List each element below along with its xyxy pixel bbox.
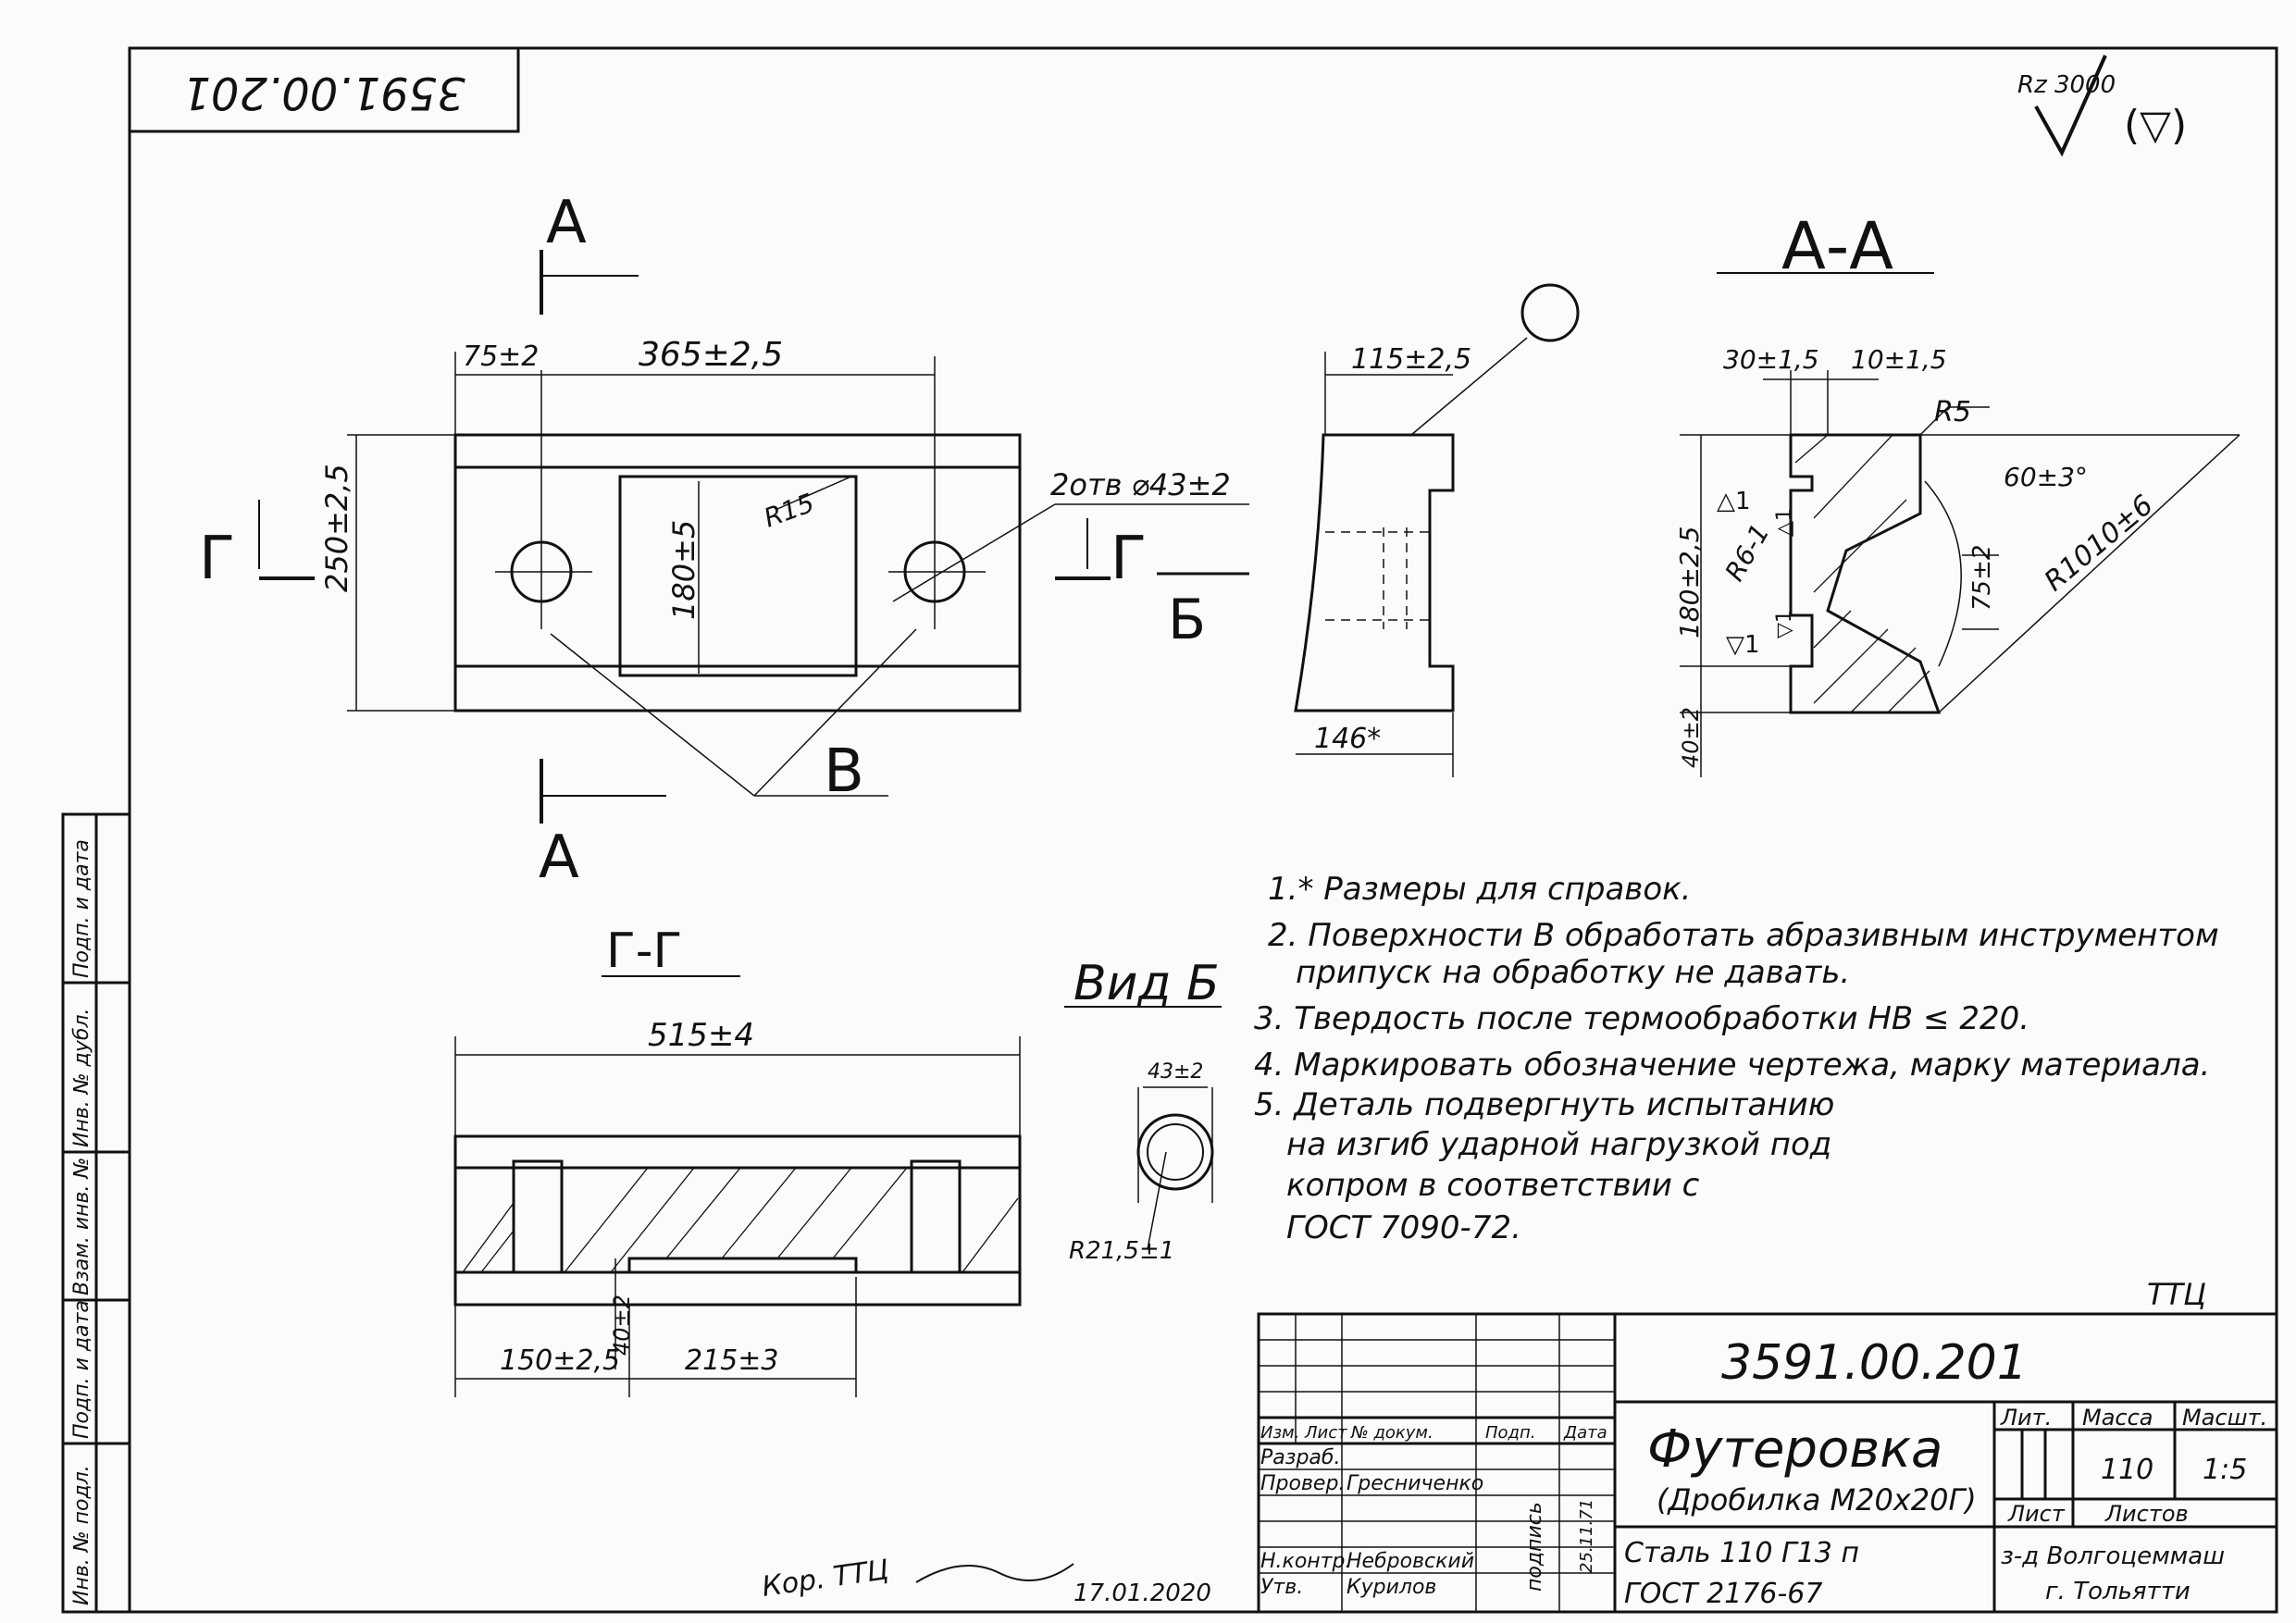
col-list: Лист xyxy=(1304,1423,1347,1443)
col-doc: № докум. xyxy=(1350,1423,1433,1443)
marker-g-right: Г xyxy=(1111,525,1147,593)
stamp-sign: подпись xyxy=(1523,1502,1546,1592)
margin-label-3: Взам. инв. № xyxy=(70,1158,93,1295)
dim-40b: 40±2 xyxy=(609,1295,635,1356)
view-b-title: Вид Б xyxy=(1074,956,1220,1011)
dim-146: 146* xyxy=(1314,723,1381,755)
row-utv-role: Утв. xyxy=(1260,1576,1303,1599)
rotated-number-box xyxy=(128,46,520,133)
title-org-1: з-д Волгоцеммаш xyxy=(2001,1542,2225,1570)
dim-250: 250±2,5 xyxy=(319,464,354,592)
dim-r5: R5 xyxy=(1934,396,1971,428)
dim-115: 115±2,5 xyxy=(1351,343,1471,376)
title-mass-label: Масса xyxy=(2082,1405,2153,1431)
note-2b: припуск на обработку не давать. xyxy=(1296,954,1850,991)
section-aa-profile xyxy=(1789,433,1942,714)
marker-g-left: Г xyxy=(199,525,235,593)
title-subname: (Дробилка М20х20Г) xyxy=(1657,1482,1977,1518)
title-org-2: г. Тольятти xyxy=(2045,1578,2191,1605)
marker-a-top: А xyxy=(546,189,587,257)
note-4: 4. Маркировать обозначение чертежа, марк… xyxy=(1254,1047,2210,1084)
title-scale-value: 1:5 xyxy=(2203,1454,2247,1486)
title-name: Футеровка xyxy=(1647,1419,1942,1480)
note-5d: ГОСТ 7090-72. xyxy=(1286,1209,1521,1246)
dim-r21: R21,5±1 xyxy=(1069,1237,1174,1265)
callout-v: В xyxy=(824,737,864,806)
margin-label-1: Инв. № подл. xyxy=(70,1465,93,1605)
title-material-1: Сталь 110 Г13 п xyxy=(1624,1537,1859,1569)
note-5b: на изгиб ударной нагрузкой под xyxy=(1286,1126,1831,1163)
title-scale-label: Масшт. xyxy=(2182,1405,2267,1431)
title-lit-label: Лит. xyxy=(2000,1405,2052,1431)
dim-40: 40±2 xyxy=(1678,707,1704,768)
title-block xyxy=(1257,1312,2278,1614)
dim-150: 150±2,5 xyxy=(500,1344,620,1377)
dim-r6: R6-1 xyxy=(1719,519,1775,587)
dim-365: 365±2,5 xyxy=(639,336,783,374)
side-profile xyxy=(1294,433,1455,712)
title-sheet-label: Лист xyxy=(2007,1501,2066,1527)
notes: 1.* Размеры для справок. 2. Поверхности … xyxy=(1254,871,2219,1246)
surface-callout-circle xyxy=(1520,283,1580,342)
margin-label-2: Подп. и дата xyxy=(70,1300,93,1439)
margin-label-4: Инв. № дубл. xyxy=(70,1008,93,1147)
title-number: 3591.00.201 xyxy=(1721,1335,2028,1391)
row-nkontr-role: Н.контр. xyxy=(1260,1550,1351,1573)
row-prover-role: Провер. xyxy=(1260,1472,1345,1495)
handwritten-footer: Кор. ТТЦ xyxy=(760,1554,890,1604)
note-3: 3. Твердость после термообработки НВ ≤ 2… xyxy=(1254,1000,2029,1037)
dim-515: 515±4 xyxy=(648,1017,754,1054)
section-aa-title: А-А xyxy=(1781,208,1893,284)
dim-r15: R15 xyxy=(760,488,818,534)
plan-center-pocket xyxy=(618,475,858,677)
dim-30: 30±1,5 xyxy=(1723,344,1819,375)
note-5c: копром в соответствии с xyxy=(1286,1167,1700,1204)
dim-75: 75±2 xyxy=(463,341,539,373)
handwritten-signature xyxy=(915,1563,1074,1583)
dim-10: 10±1,5 xyxy=(1851,344,1947,375)
marker-b: Б xyxy=(1168,588,1206,652)
note-1: 1.* Размеры для справок. xyxy=(1268,871,1692,908)
tri-1: ▽1 xyxy=(1726,631,1760,659)
title-material-2: ГОСТ 2176-67 xyxy=(1624,1578,1822,1610)
dim-180: 180±5 xyxy=(666,520,701,620)
tri-2: ▽1 xyxy=(1773,610,1796,638)
roughness-extra: (▽) xyxy=(2124,102,2187,149)
dim-43: 43±2 xyxy=(1148,1060,1203,1084)
dim-holes: 2отв ⌀43±2 xyxy=(1050,467,1231,502)
dim-60deg: 60±3° xyxy=(2004,462,2088,492)
dim-r1010: R1010±6 xyxy=(2039,489,2160,598)
view-b-boss xyxy=(1136,1113,1214,1191)
dim-75b: 75±2 xyxy=(1968,545,1996,611)
title-sheets-label: Листов xyxy=(2104,1501,2189,1527)
col-izm: Изм. xyxy=(1260,1423,1299,1443)
marker-a-bottom: А xyxy=(539,824,579,892)
stamp-date: 25.11.71 xyxy=(1577,1499,1596,1573)
section-gg-title: Г-Г xyxy=(606,923,682,979)
plan-body xyxy=(453,433,1022,712)
roughness-label: Rz 3000 xyxy=(2017,71,2116,99)
handwritten-date: 17.01.2020 xyxy=(1074,1580,1211,1607)
row-razrab-role: Разраб. xyxy=(1260,1446,1340,1469)
margin-label-5: Подп. и дата xyxy=(70,839,93,978)
row-utv-name: Курилов xyxy=(1347,1576,1436,1599)
ttc-label: ТТЦ xyxy=(2147,1277,2206,1312)
tri-4: △1 xyxy=(1773,508,1796,537)
section-gg-body xyxy=(453,1134,1022,1307)
col-date: Дата xyxy=(1563,1423,1607,1443)
note-2: 2. Поверхности В обработать абразивным и… xyxy=(1268,917,2219,954)
tri-3: △1 xyxy=(1717,488,1751,515)
dim-180b: 180±2,5 xyxy=(1674,527,1705,638)
col-podp: Подп. xyxy=(1485,1423,1535,1443)
note-5: 5. Деталь подвергнуть испытанию xyxy=(1254,1086,1834,1123)
row-nkontr-name: Небровский xyxy=(1347,1550,1474,1573)
dim-215: 215±3 xyxy=(685,1344,778,1377)
row-prover-name: Гресниченко xyxy=(1347,1472,1483,1495)
title-mass-value: 110 xyxy=(2101,1454,2153,1486)
rotated-drawing-number: 3591.00.201 xyxy=(182,67,465,118)
